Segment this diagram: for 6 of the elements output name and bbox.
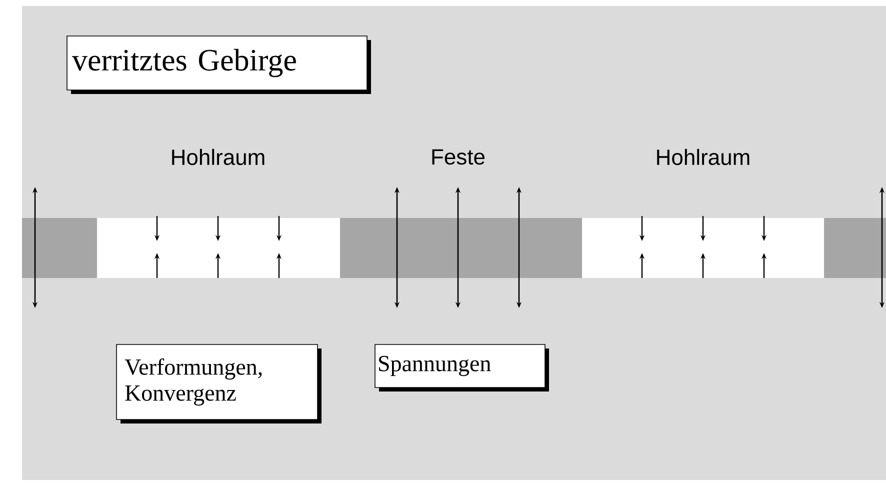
text-box: Spannungen (374, 344, 549, 392)
region-label: Hohlraum (657, 148, 750, 166)
region-label: Feste (432, 149, 485, 165)
text-box: Verformungen, Konvergenz (116, 344, 322, 424)
text-box: verritztes Gebirge (66, 36, 371, 94)
region-label: Hohlraum (172, 148, 264, 166)
